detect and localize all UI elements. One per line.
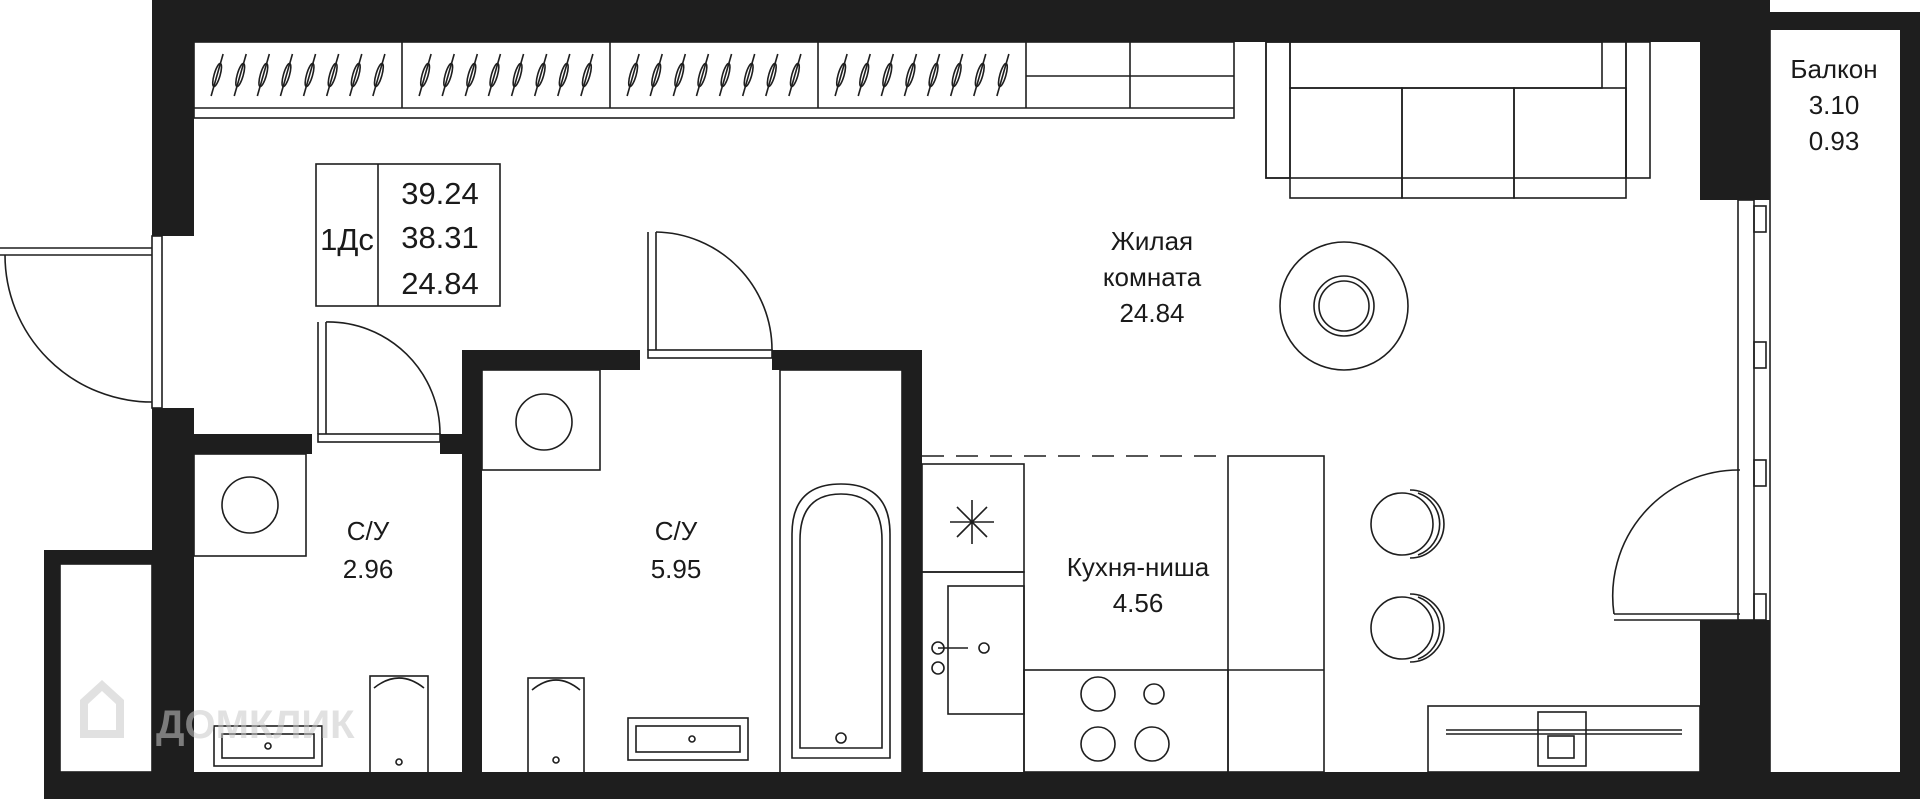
summary-box: 1Дс 39.24 38.31 24.84: [315, 163, 501, 307]
balcony-name: Балкон: [1790, 54, 1877, 84]
living-room-window: [1737, 199, 1767, 621]
total-area: 39.24: [401, 176, 479, 211]
hanger-icon: [903, 53, 918, 97]
room-label-bath-small: С/У 2.96: [343, 516, 394, 584]
hanger-icon: [256, 53, 271, 97]
hanger-icon: [718, 53, 733, 97]
tv-stand: [1427, 705, 1701, 773]
bath-large-name: С/У: [655, 516, 698, 546]
kitchen-unit: [921, 455, 1325, 775]
round-table: [1279, 241, 1409, 371]
hanger-icon: [418, 53, 432, 97]
hanger-icon: [510, 53, 525, 97]
wardrobe: [193, 41, 1235, 119]
room-label-balcony: Балкон 3.10 0.93: [1790, 54, 1877, 156]
hanger-icon: [487, 53, 502, 97]
hanger-icon: [557, 53, 571, 97]
kitchen-area: 4.56: [1113, 588, 1164, 618]
hanger-icon: [533, 53, 548, 97]
bath-small-name: С/У: [347, 516, 390, 546]
hanger-icon: [233, 53, 247, 97]
hanger-icon: [695, 53, 710, 97]
chair: [1370, 489, 1445, 559]
room-label-bath-large: С/У 5.95: [651, 516, 702, 584]
living-room-name-2: комната: [1103, 262, 1202, 292]
hanger-icon: [441, 53, 455, 97]
kitchen-sink: [931, 641, 990, 675]
hanger-icon: [834, 53, 848, 97]
stove: [1080, 676, 1170, 762]
living-area: 24.84: [401, 266, 479, 301]
balcony-door: [1611, 469, 1741, 621]
chair: [1370, 593, 1445, 663]
hanger-icon: [857, 53, 871, 97]
hanger-icon: [649, 53, 663, 97]
bath-small-fixtures: [193, 321, 441, 775]
range-hood-icon: [950, 500, 994, 544]
hanger-icon: [279, 53, 294, 97]
bath-small-area: 2.96: [343, 554, 394, 584]
hanger-icon: [626, 53, 640, 97]
hanger-icon: [880, 53, 895, 97]
hanger-icon: [996, 53, 1010, 97]
hanger-icon: [973, 53, 987, 97]
kitchen-name: Кухня-ниша: [1067, 552, 1210, 582]
bath-large-area: 5.95: [651, 554, 702, 584]
entrance-door: [0, 235, 163, 409]
hanger-icon: [372, 53, 386, 97]
hanger-icon: [210, 53, 224, 97]
hanger-icon: [672, 53, 687, 97]
walls: [44, 0, 1920, 799]
hanger-icon: [302, 53, 317, 97]
sofa: [1265, 41, 1651, 199]
living-total-area: 38.31: [401, 220, 479, 255]
hanger-icon: [325, 53, 340, 97]
living-room-area: 24.84: [1119, 298, 1184, 328]
living-room-name: Жилая: [1111, 226, 1193, 256]
flat-type: 1Дс: [320, 222, 374, 257]
storage-cupboard: [59, 563, 153, 773]
hanger-icon: [741, 53, 756, 97]
hanger-icon: [349, 53, 363, 97]
watermark-text: ДОМКЛИК: [156, 703, 355, 747]
hanger-icon: [949, 53, 964, 97]
hanger-icon: [788, 53, 802, 97]
hanger-icon: [580, 53, 594, 97]
room-label-living: Жилая комната 24.84: [1103, 226, 1202, 328]
bath-large-fixtures: [481, 231, 903, 775]
balcony-area-reduced: 0.93: [1809, 126, 1860, 156]
hanger-icon: [765, 53, 779, 97]
watermark: ДОМКЛИК: [80, 680, 355, 747]
room-label-kitchen: Кухня-ниша 4.56: [1067, 552, 1210, 618]
hanger-icon: [926, 53, 941, 97]
balcony-area: 3.10: [1809, 90, 1860, 120]
hanger-icon: [464, 53, 479, 97]
